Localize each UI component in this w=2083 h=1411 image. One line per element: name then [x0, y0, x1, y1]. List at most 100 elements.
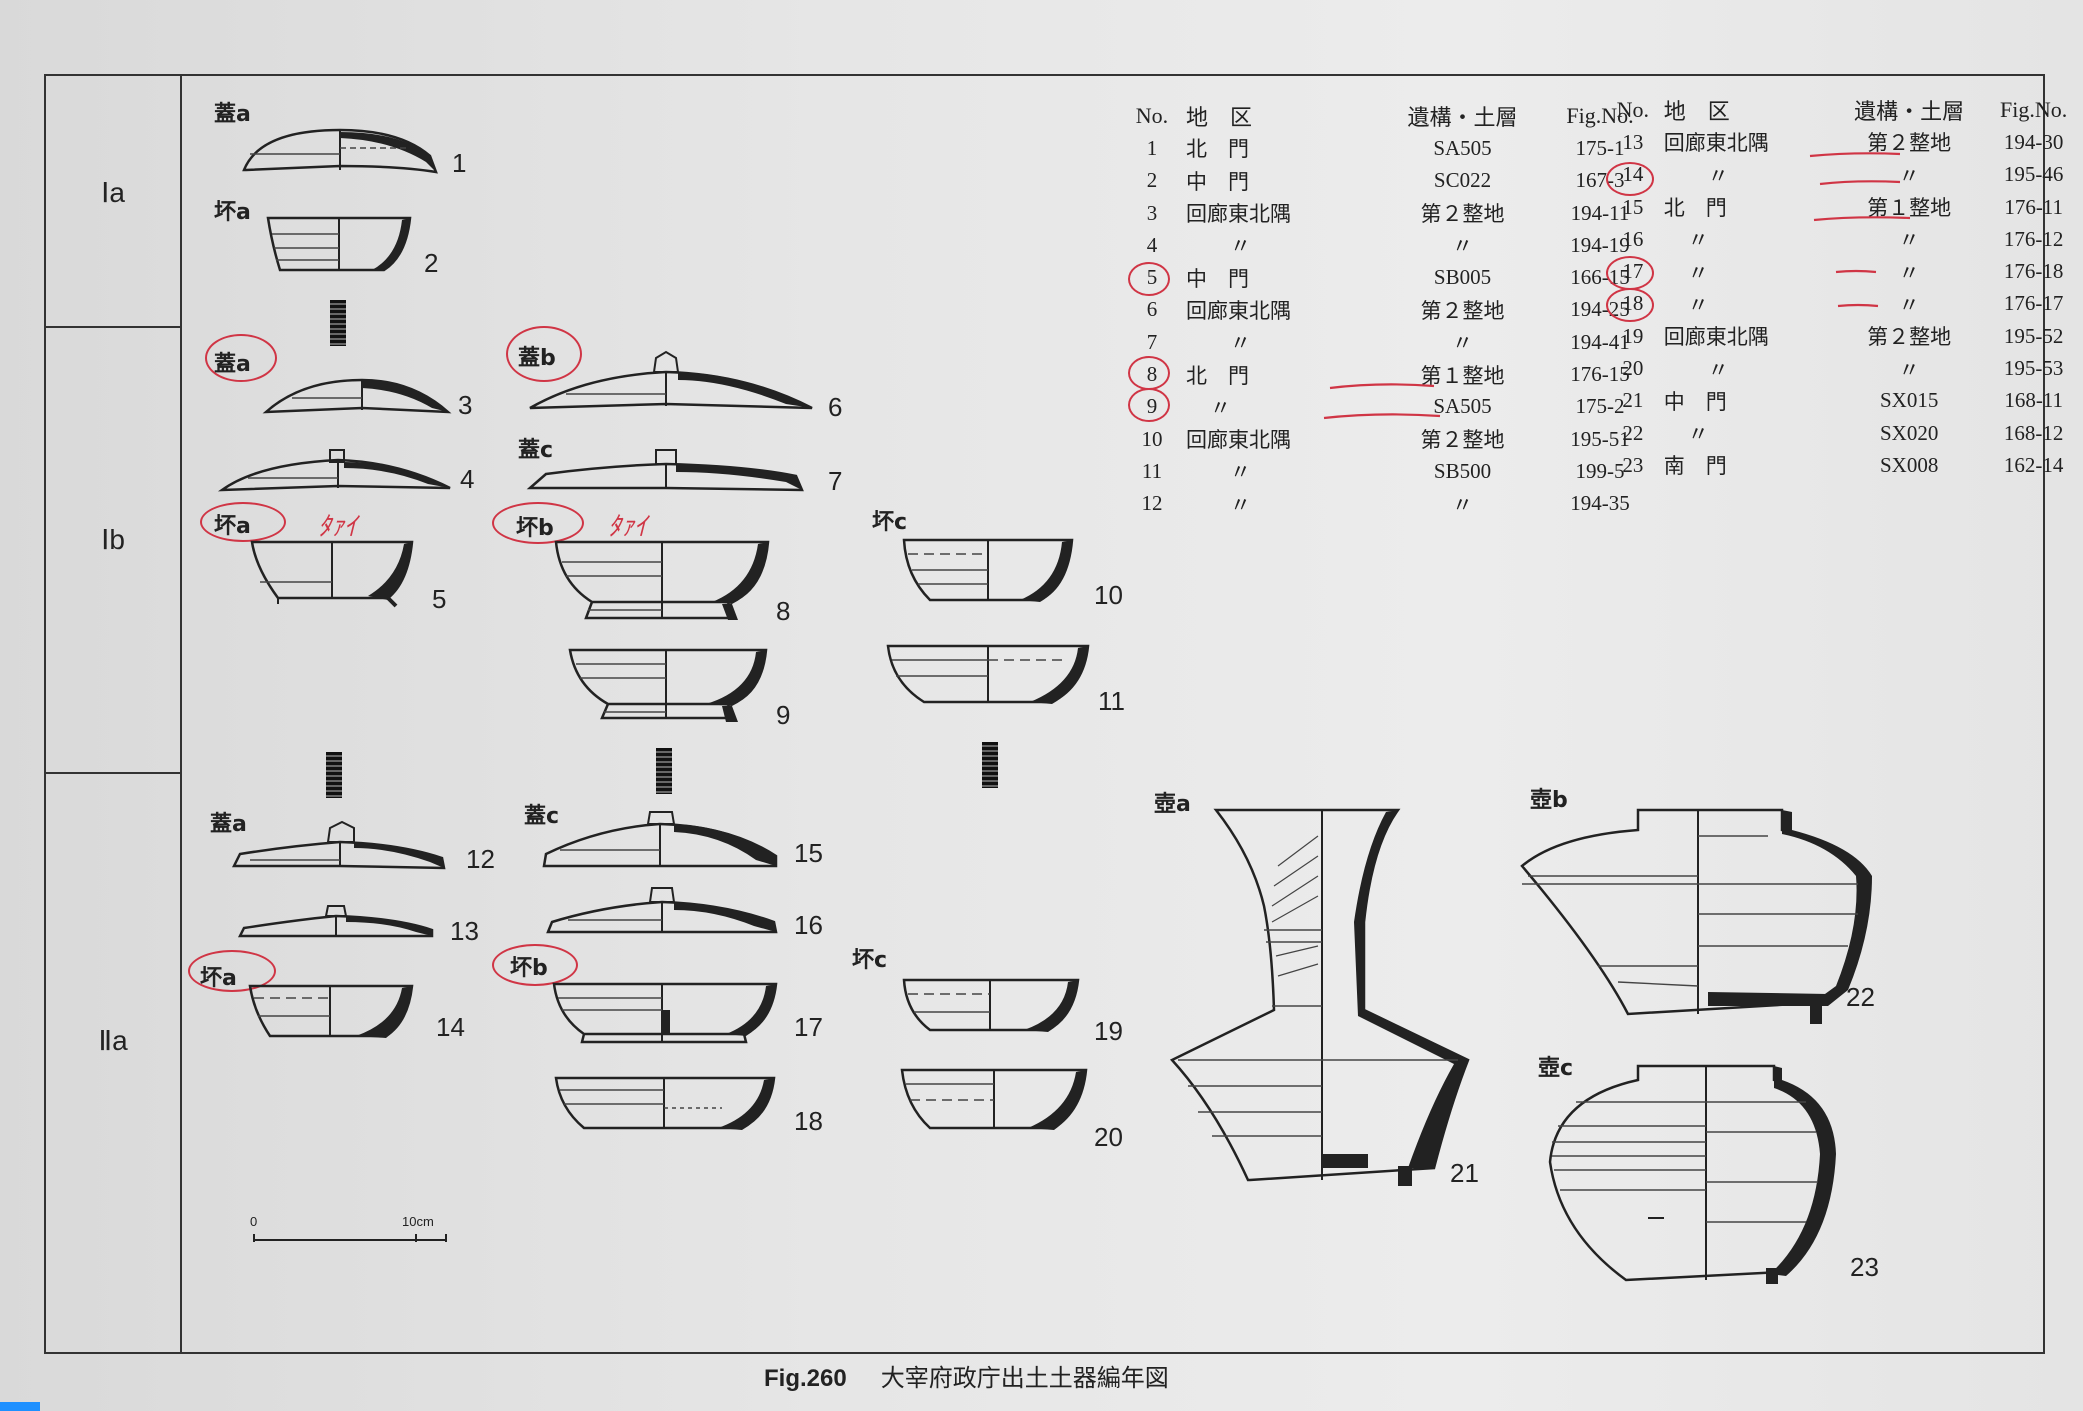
type-label-tsubo-b: 壺b [1530, 788, 1568, 813]
type-label-futa-a: 蓋a [214, 102, 251, 127]
scale-start-label: 0 [250, 1214, 258, 1229]
cell-feature: 第２整地 [1420, 428, 1505, 453]
cell-fig: 195-51 [1570, 426, 1630, 451]
vessel-drawing-22 [1518, 806, 1876, 1024]
vessel-number-11: 11 [1098, 686, 1125, 716]
cell-fig: 176-12 [2003, 226, 2064, 251]
cell-area: 〃 [1687, 422, 1709, 447]
cell-area: 中 門 [1186, 169, 1249, 194]
vessel-drawing-6 [526, 350, 816, 412]
table-header-row: No. 地 区 遺構・土層 Fig.No. [1124, 100, 1655, 132]
vessel-drawing-15 [540, 804, 780, 870]
cell-fig: 195-53 [2003, 356, 2064, 381]
vessel-drawing-2 [264, 214, 414, 274]
cell-feature: SB005 [1433, 265, 1492, 290]
cell-no: 13 [1622, 129, 1644, 154]
cell-no: 12 [1141, 491, 1163, 516]
cell-no: 3 [1146, 200, 1158, 225]
col-header-feature: 遺構・土層 [1407, 105, 1518, 131]
vessel-number-8: 8 [776, 596, 791, 626]
cell-feature: 〃 [1452, 234, 1473, 259]
phase-marker [330, 300, 346, 346]
cell-feature: 第２整地 [1420, 202, 1505, 227]
cell-no: 10 [1141, 426, 1163, 451]
cell-area: 〃 [1687, 260, 1709, 285]
cell-fig: 175-2 [1575, 394, 1625, 419]
col-header-fig: Fig.No. [1566, 103, 1634, 129]
cell-feature: SA505 [1433, 394, 1492, 419]
cell-fig: 175-1 [1575, 135, 1625, 160]
vessel-number-15: 15 [794, 838, 823, 868]
red-circle-annotation [205, 334, 277, 382]
vessel-number-6: 6 [828, 392, 843, 422]
phase-marker [656, 748, 672, 794]
cell-fig: 194-35 [1570, 491, 1630, 516]
handwritten-note: ﾀｧｲ [318, 512, 358, 541]
type-label-futa-c: 蓋c [518, 438, 554, 463]
col-header-feature: 遺構・土層 [1854, 99, 1965, 125]
cell-no: 19 [1622, 323, 1644, 348]
cell-feature: SA505 [1433, 135, 1492, 160]
vessel-list-left: No. 地 区 遺構・土層 Fig.No. 1 北 門 SA505 175-1 2 中 … [1124, 100, 1655, 520]
cell-fig: 194-41 [1570, 329, 1630, 354]
col-header-fig: Fig.No. [2000, 97, 2068, 123]
table-row: 7〃〃194-41 [1124, 326, 1655, 358]
cell-no: 20 [1622, 356, 1644, 381]
cell-no: 6 [1146, 297, 1158, 322]
type-label-tuki-b: 坏b [510, 956, 548, 981]
vessel-drawing-9 [566, 646, 772, 728]
vessel-drawing-11 [884, 642, 1094, 708]
vessel-drawing-23 [1546, 1062, 1836, 1290]
vessel-number-13: 13 [450, 916, 479, 946]
vessel-drawing-20 [898, 1066, 1090, 1134]
cell-feature: 第２整地 [1420, 298, 1505, 323]
table-row: 16〃〃176-12 [1608, 223, 2083, 255]
type-label-tsubo-a: 壺a [1154, 792, 1191, 817]
figure-title: 大宰府政庁出土土器編年図 [880, 1364, 1169, 1392]
vessel-number-22: 22 [1846, 982, 1875, 1012]
cell-feature: 〃 [1898, 357, 1920, 382]
cell-area: 中 門 [1186, 266, 1249, 291]
vessel-number-18: 18 [794, 1106, 823, 1136]
cell-no: 2 [1146, 168, 1158, 193]
cell-area: 北 門 [1186, 363, 1249, 388]
vessel-drawing-8 [552, 538, 772, 628]
chronology-figure-frame: Ⅰa Ⅰb Ⅱa [44, 74, 2045, 1354]
cell-area: 〃 [1230, 460, 1251, 485]
col-header-no: No. [1135, 103, 1169, 129]
col-header-no: No. [1616, 97, 1650, 123]
table-row: 20〃〃195-53 [1608, 352, 2083, 384]
red-circle-annotation [1606, 288, 1654, 322]
cell-feature: 第２整地 [1867, 131, 1952, 156]
cell-feature: SB500 [1433, 458, 1492, 483]
vessel-number-14: 14 [436, 1012, 465, 1042]
period-row-2a: Ⅱa [46, 774, 180, 1352]
cell-area: 〃 [1210, 395, 1231, 420]
vessel-drawing-13 [236, 900, 436, 940]
type-label-tuki-b: 坏b [516, 516, 554, 541]
cell-fig: 195-46 [2003, 162, 2064, 187]
period-label-1a: Ⅰa [101, 177, 125, 208]
red-circle-annotation [1128, 262, 1170, 296]
vessel-drawing-21 [1168, 806, 1478, 1190]
cell-area: 回廊東北隅 [1186, 298, 1291, 323]
cell-area: 南 門 [1663, 454, 1727, 479]
vessel-drawing-7 [526, 442, 806, 492]
vessel-number-21: 21 [1450, 1158, 1479, 1188]
period-row-1b: Ⅰb [46, 328, 180, 774]
red-circle-annotation [492, 502, 584, 544]
cell-area: 回廊東北隅 [1663, 325, 1769, 350]
cell-no: 1 [1146, 135, 1158, 160]
red-circle-annotation [492, 944, 578, 986]
cell-no: 15 [1622, 194, 1644, 219]
vessel-number-19: 19 [1094, 1016, 1123, 1046]
type-label-tuki-a: 坏a [214, 514, 251, 539]
